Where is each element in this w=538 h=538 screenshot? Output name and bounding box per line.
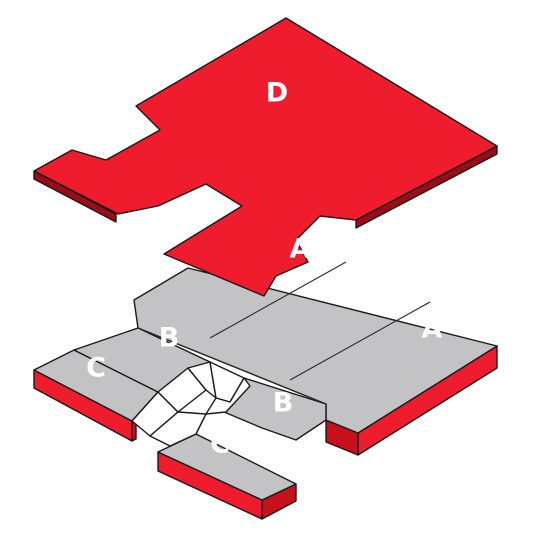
label-c-2: C bbox=[210, 429, 230, 460]
cut-piece-6 bbox=[149, 411, 207, 447]
label-a-1: A bbox=[290, 234, 311, 265]
seam-main-front bbox=[137, 327, 327, 405]
seam-a-right bbox=[289, 301, 431, 381]
seam-a-left bbox=[209, 261, 347, 339]
label-d: D bbox=[266, 78, 288, 109]
label-b-1: B bbox=[159, 323, 180, 354]
label-c-1: C bbox=[86, 353, 106, 384]
label-a-3: A bbox=[422, 314, 443, 345]
d-layer-top bbox=[33, 17, 498, 297]
label-b-2: B bbox=[273, 388, 294, 419]
label-a-2: A bbox=[343, 277, 364, 308]
